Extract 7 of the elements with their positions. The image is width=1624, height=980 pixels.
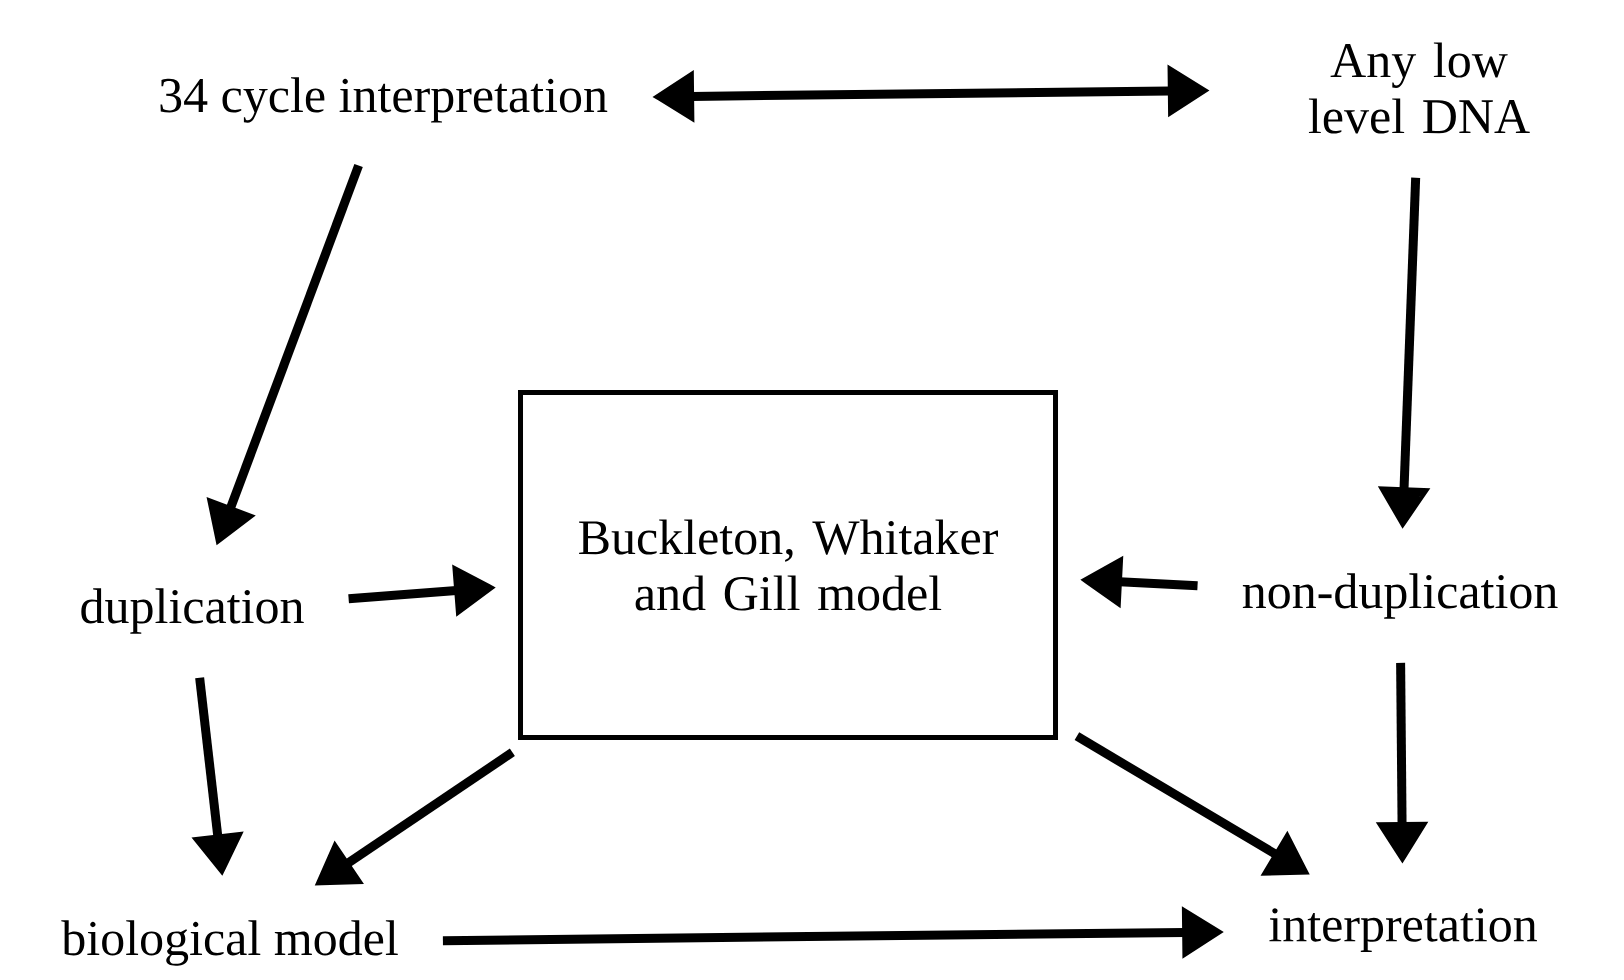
model-box: Buckleton, Whitaker and Gill model [518,390,1058,740]
text-label: interpretation [1269,908,1537,952]
text-label: non-duplication [1242,573,1558,619]
text-label: duplication [81,588,304,634]
text-label: biological model [61,920,398,966]
text-label: 34 cycle interpretation [160,77,608,123]
text-label: Any low level DNA [1308,42,1530,134]
